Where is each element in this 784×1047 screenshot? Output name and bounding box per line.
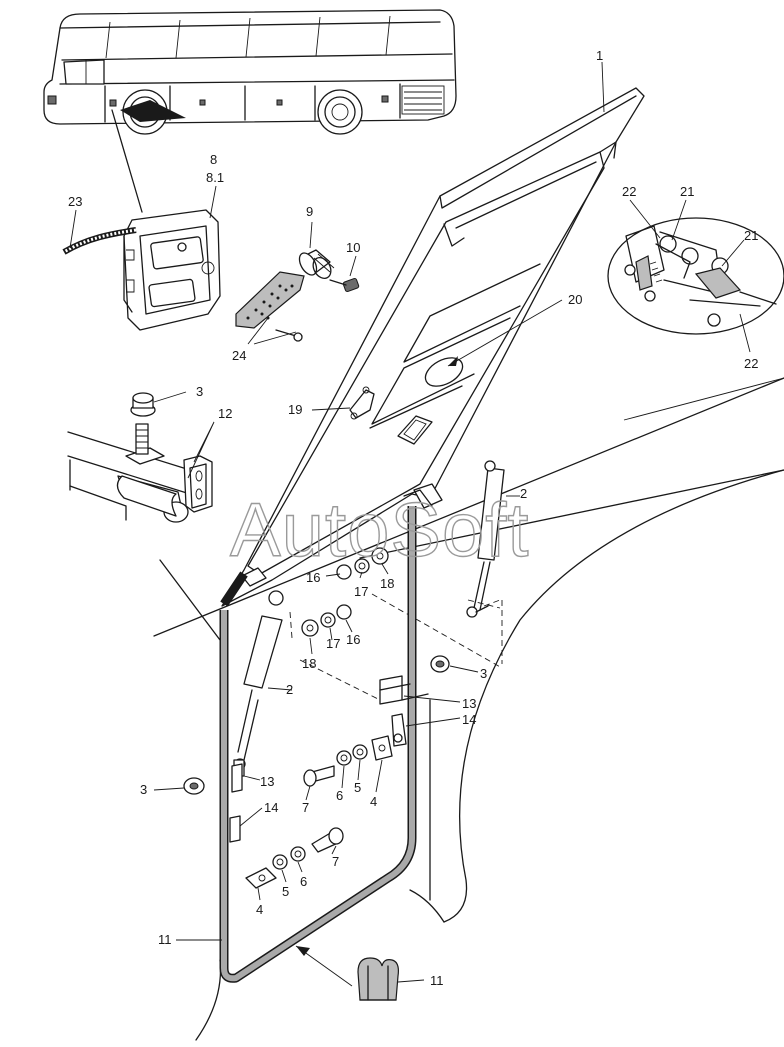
bus-overview (43, 9, 457, 135)
callout-22-bottom: 22 (744, 356, 758, 371)
callout-3-top: 3 (196, 384, 203, 399)
callout-24: 24 (232, 348, 246, 363)
callout-10: 10 (346, 240, 360, 255)
callout-11-right: 11 (430, 973, 444, 988)
callout-8-1: 8.1 (206, 170, 224, 185)
gas-strut-left (233, 590, 284, 777)
lock-gasket (235, 271, 305, 342)
watermark-text: AutoSoft (230, 488, 530, 573)
callout-3-left: 3 (140, 782, 147, 797)
callout-9: 9 (306, 204, 313, 219)
gas-strut-right (466, 460, 505, 618)
callout-12: 12 (218, 406, 232, 421)
callout-23: 23 (68, 194, 82, 209)
callout-5-right: 5 (354, 780, 361, 795)
callout-6-left: 6 (300, 874, 307, 889)
callout-4-right: 4 (370, 794, 377, 809)
callout-20: 20 (568, 292, 582, 307)
gear-detail-inset (607, 217, 784, 335)
callout-14-right: 14 (462, 712, 476, 727)
door-panel (221, 87, 645, 607)
callout-7-left: 7 (332, 854, 339, 869)
callout-16-bottom: 16 (346, 632, 360, 647)
callout-11-left: 11 (158, 932, 172, 947)
callout-22-top: 22 (622, 184, 636, 199)
callout-7-right: 7 (302, 800, 309, 815)
callout-13-left: 13 (260, 774, 274, 789)
leader-bus-to-lock (111, 109, 143, 213)
leader-lines (69, 61, 751, 987)
bolt-group-left (245, 827, 344, 889)
hardware-lower (301, 604, 352, 637)
callout-5-left: 5 (282, 884, 289, 899)
callout-21-top: 21 (680, 184, 694, 199)
callout-17-top: 17 (354, 584, 368, 599)
hinge-detail (67, 392, 213, 523)
callout-8: 8 (210, 152, 217, 167)
lock-assembly (123, 209, 221, 331)
callout-17-bottom: 17 (326, 636, 340, 651)
callout-18-top: 18 (380, 576, 394, 591)
callout-4-left: 4 (256, 902, 263, 917)
cable-harness (62, 227, 137, 255)
callout-13-right: 13 (462, 696, 476, 711)
callout-16-top: 16 (306, 570, 320, 585)
callout-2-right: 2 (520, 486, 527, 501)
bus-body-lines (153, 377, 784, 1041)
callout-labels: 1 8 8.1 9 10 23 24 3 12 19 20 22 21 21 2… (68, 48, 758, 988)
bracket-set-left (229, 763, 243, 843)
callout-6-right: 6 (336, 788, 343, 803)
door-seal (219, 506, 417, 983)
callout-3-right: 3 (480, 666, 487, 681)
callout-14-left: 14 (264, 800, 278, 815)
nut-left (183, 777, 205, 795)
seal-profile (357, 957, 399, 1001)
callout-2-left: 2 (286, 682, 293, 697)
callout-21-right: 21 (744, 228, 758, 243)
callout-18-bottom: 18 (302, 656, 316, 671)
hardware-upper (336, 547, 389, 580)
bolt-group-right (303, 733, 403, 787)
bracket-set-right (379, 675, 429, 747)
key (329, 277, 360, 293)
callout-19: 19 (288, 402, 302, 417)
callout-1: 1 (596, 48, 603, 63)
lock-cylinder (298, 249, 335, 279)
nut-right (430, 655, 450, 673)
